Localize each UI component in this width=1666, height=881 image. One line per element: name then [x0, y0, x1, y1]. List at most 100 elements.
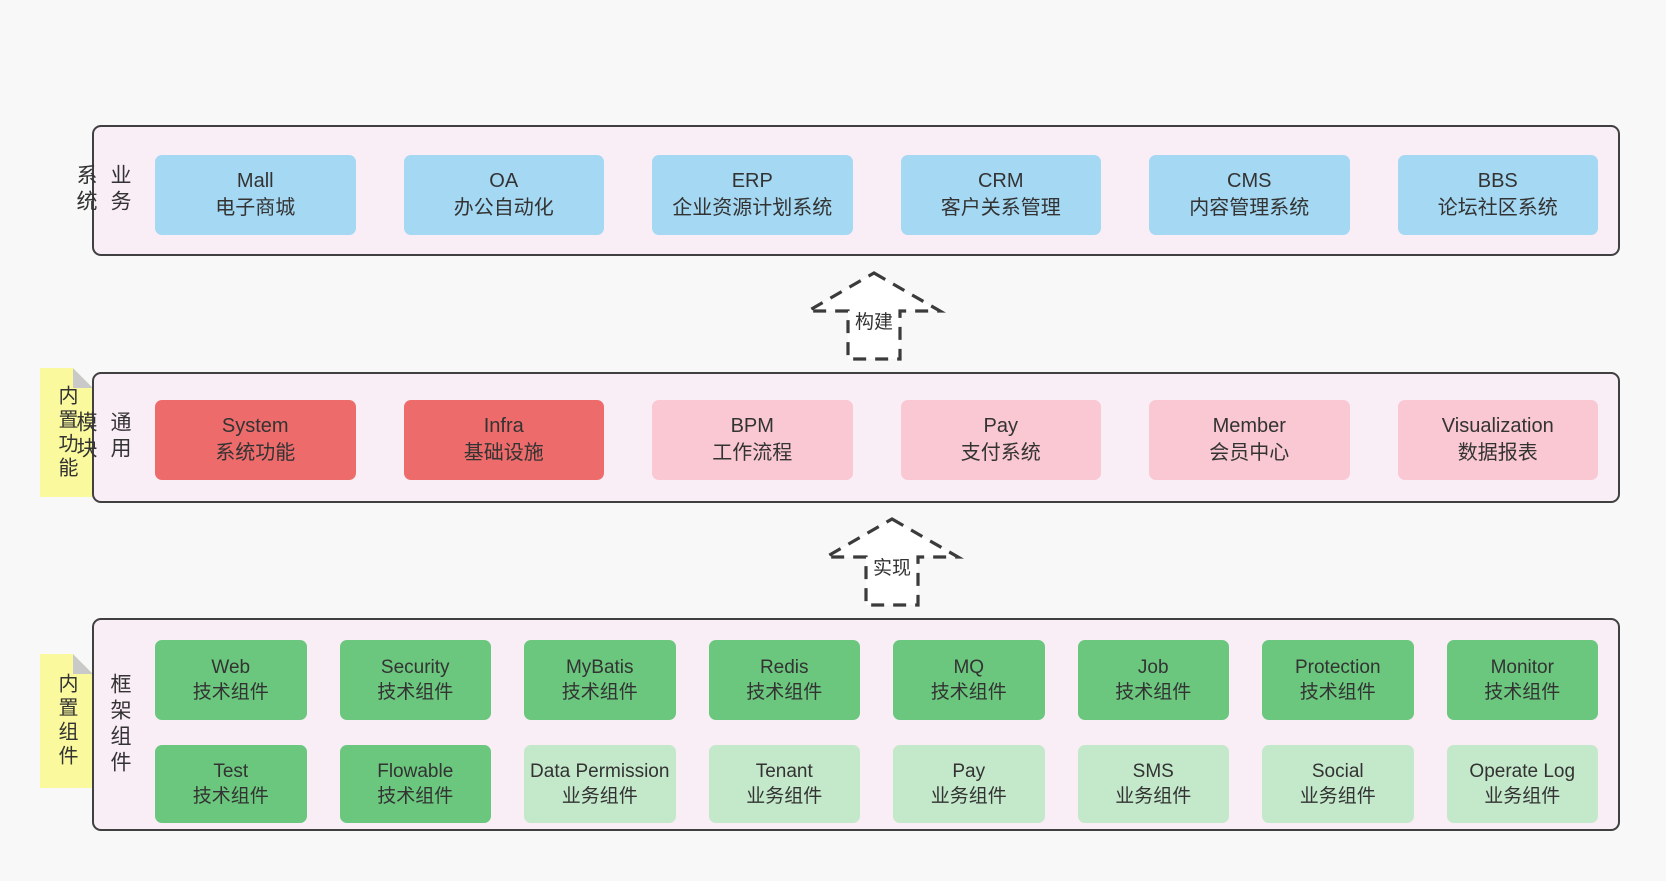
node-description: 会员中心	[1209, 442, 1290, 464]
node-description: 业务组件	[1299, 786, 1376, 807]
node-data-permission: Data Permission 业务组件	[524, 745, 676, 823]
node-name: Social	[1311, 761, 1364, 782]
node-protection: Protection 技术组件	[1262, 640, 1414, 720]
node-redis: Redis 技术组件	[708, 640, 860, 720]
node-description: 技术组件	[930, 682, 1007, 703]
node-description: 技术组件	[1484, 682, 1561, 703]
arrow-label-background	[868, 552, 916, 582]
node-description: 基础设施	[463, 442, 544, 464]
node-name: Monitor	[1490, 657, 1554, 678]
node-name: Pay	[952, 761, 986, 782]
node-sms: SMS 业务组件	[1077, 745, 1229, 823]
node-name: Data Permission	[530, 761, 670, 782]
node-oa: OA 办公自动化	[403, 155, 604, 235]
node-description: 业务组件	[561, 786, 638, 807]
node-name: OA	[489, 170, 519, 192]
sticky-note-label: 内置组件	[55, 673, 77, 769]
node-member: Member 会员中心	[1149, 400, 1350, 480]
node-name: Tenant	[755, 761, 813, 782]
arrow-up-implement-icon: 实现	[820, 517, 964, 607]
node-name: CRM	[977, 170, 1024, 192]
sticky-note-label: 内置功能	[55, 384, 77, 481]
node-operate-log: Operate Log 业务组件	[1446, 745, 1598, 823]
node-name: ERP	[731, 170, 773, 192]
node-social: Social 业务组件	[1262, 745, 1414, 823]
sticky-note-builtin-features: 内置功能	[40, 368, 93, 497]
node-description: 论坛社区系统	[1437, 197, 1558, 219]
node-infra: Infra 基础设施	[403, 400, 604, 480]
node-name: Flowable	[377, 761, 454, 782]
node-description: 技术组件	[192, 786, 269, 807]
node-description: 技术组件	[377, 682, 454, 703]
node-cms: CMS 内容管理系统	[1149, 155, 1350, 235]
node-name: Mall	[236, 170, 274, 192]
node-description: 业务组件	[1484, 786, 1561, 807]
node-name: Test	[213, 761, 249, 782]
layer-label-framework-components: 框架组件	[108, 672, 131, 777]
node-erp: ERP 企业资源计划系统	[652, 155, 853, 235]
node-description: 技术组件	[1115, 682, 1192, 703]
node-description: 企业资源计划系统	[672, 197, 833, 219]
arrow-label-background	[850, 306, 898, 336]
folded-corner-icon	[73, 654, 93, 674]
node-security: Security 技术组件	[339, 640, 491, 720]
node-monitor: Monitor 技术组件	[1446, 640, 1598, 720]
node-name: BBS	[1477, 170, 1518, 192]
node-description: 内容管理系统	[1189, 197, 1310, 219]
arrow-build-label: 构建	[855, 311, 893, 333]
node-description: 电子商城	[215, 197, 296, 219]
node-name: Web	[211, 657, 251, 678]
node-description: 业务组件	[746, 786, 823, 807]
node-name: MQ	[953, 657, 985, 678]
node-system: System 系统功能	[155, 400, 356, 480]
node-name: Visualization	[1441, 415, 1554, 437]
node-description: 业务组件	[930, 786, 1007, 807]
node-description: 业务组件	[1115, 786, 1192, 807]
node-description: 技术组件	[192, 682, 269, 703]
node-description: 技术组件	[377, 786, 454, 807]
node-name: BPM	[730, 415, 774, 437]
node-bbs: BBS 论坛社区系统	[1397, 155, 1598, 235]
node-name: SMS	[1132, 761, 1174, 782]
business-systems-row: Mall 电子商城 OA 办公自动化 ERP 企业资源计划系统 CRM 客户关系管理 CMS 内容…	[155, 155, 1598, 235]
node-web: Web 技术组件	[155, 640, 307, 720]
node-name: Infra	[483, 415, 524, 437]
sticky-note-builtin-components: 内置组件	[40, 654, 93, 788]
node-mall: Mall 电子商城	[155, 155, 356, 235]
node-description: 技术组件	[746, 682, 823, 703]
node-name: CMS	[1227, 170, 1272, 192]
node-description: 技术组件	[561, 682, 638, 703]
node-name: System	[221, 415, 289, 437]
node-name: MyBatis	[565, 657, 634, 678]
layer-label-common-modules: 通用模块	[74, 411, 131, 464]
node-name: Security	[380, 657, 450, 678]
node-description: 办公自动化	[453, 197, 554, 219]
node-test: Test 技术组件	[155, 745, 307, 823]
arrow-up-build-icon: 构建	[802, 271, 946, 361]
node-name: Protection	[1294, 657, 1381, 678]
node-job: Job 技术组件	[1077, 640, 1229, 720]
node-description: 客户关系管理	[940, 197, 1061, 219]
node-mybatis: MyBatis 技术组件	[524, 640, 676, 720]
node-flowable: Flowable 技术组件	[339, 745, 491, 823]
node-pay-component: Pay 业务组件	[893, 745, 1045, 823]
node-name: Job	[1137, 657, 1169, 678]
node-name: Redis	[759, 657, 809, 678]
arrow-implement-label: 实现	[873, 557, 911, 579]
node-description: 系统功能	[215, 442, 296, 464]
node-tenant: Tenant 业务组件	[708, 745, 860, 823]
node-mq: MQ 技术组件	[893, 640, 1045, 720]
node-name: Operate Log	[1469, 761, 1576, 782]
node-name: Member	[1212, 415, 1286, 437]
node-description: 技术组件	[1299, 682, 1376, 703]
